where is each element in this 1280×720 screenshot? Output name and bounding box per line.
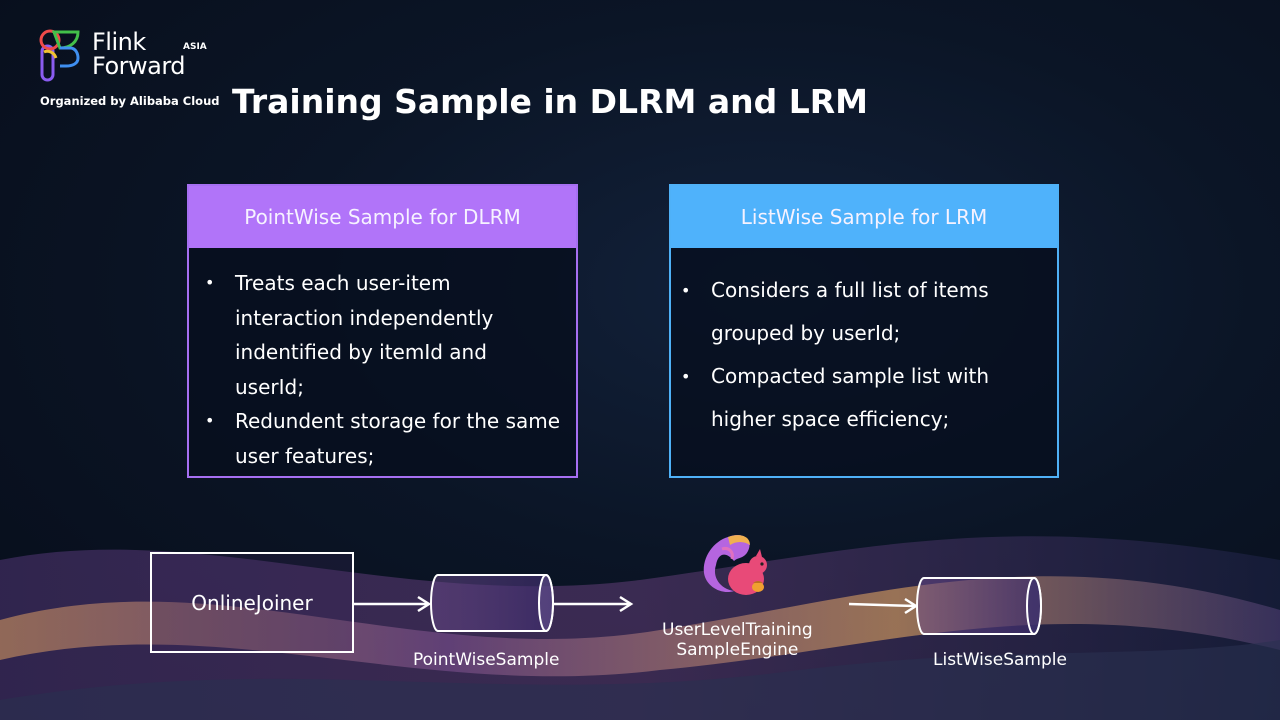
logo-line-2: Forward [92,52,186,80]
logo-wordmark: Flink Forward [92,28,186,80]
arrow-pointwise-to-engine [554,595,634,613]
listwise-sample-cylinder-icon [916,577,1042,635]
logo-line-1: Flink [92,28,146,56]
arrow-joiner-to-pointwise [352,595,432,613]
engine-label-line-2: SampleEngine [676,640,799,660]
logo-organizer: Organized by Alibaba Cloud [40,94,220,108]
logo-region: ASIA [183,42,207,52]
listwise-sample-label: ListWiseSample [933,650,1067,670]
pointwise-sample-cylinder-icon [430,574,554,632]
bullet-item: Redundent storage for the same user feat… [203,404,562,473]
listwise-bullet-list: Considers a full list of items grouped b… [671,248,1057,441]
bullet-item: Compacted sample list with higher space … [679,355,1043,441]
bullet-item: Considers a full list of items grouped b… [679,269,1043,355]
online-joiner-label: OnlineJoiner [191,590,313,615]
flink-forward-logo: Flink Forward ASIA Organized by Alibaba … [38,28,220,113]
arrow-engine-to-listwise [848,597,919,615]
pointwise-sample-label: PointWiseSample [413,650,560,670]
engine-label: UserLevelTraining SampleEngine [662,620,813,660]
bullet-item: Treats each user-item interaction indepe… [203,266,562,404]
online-joiner-node: OnlineJoiner [150,552,354,653]
pointwise-bullet-list: Treats each user-item interaction indepe… [189,248,576,473]
flink-squirrel-icon [703,534,767,595]
pointwise-card-title: PointWise Sample for DLRM [189,186,576,248]
engine-label-line-1: UserLevelTraining [662,620,813,640]
flink-forward-logo-icon [39,29,80,82]
pointwise-card: PointWise Sample for DLRM Treats each us… [187,184,578,478]
listwise-card: ListWise Sample for LRM Considers a full… [669,184,1059,478]
listwise-card-title: ListWise Sample for LRM [671,186,1057,248]
page-title: Training Sample in DLRM and LRM [232,82,868,121]
